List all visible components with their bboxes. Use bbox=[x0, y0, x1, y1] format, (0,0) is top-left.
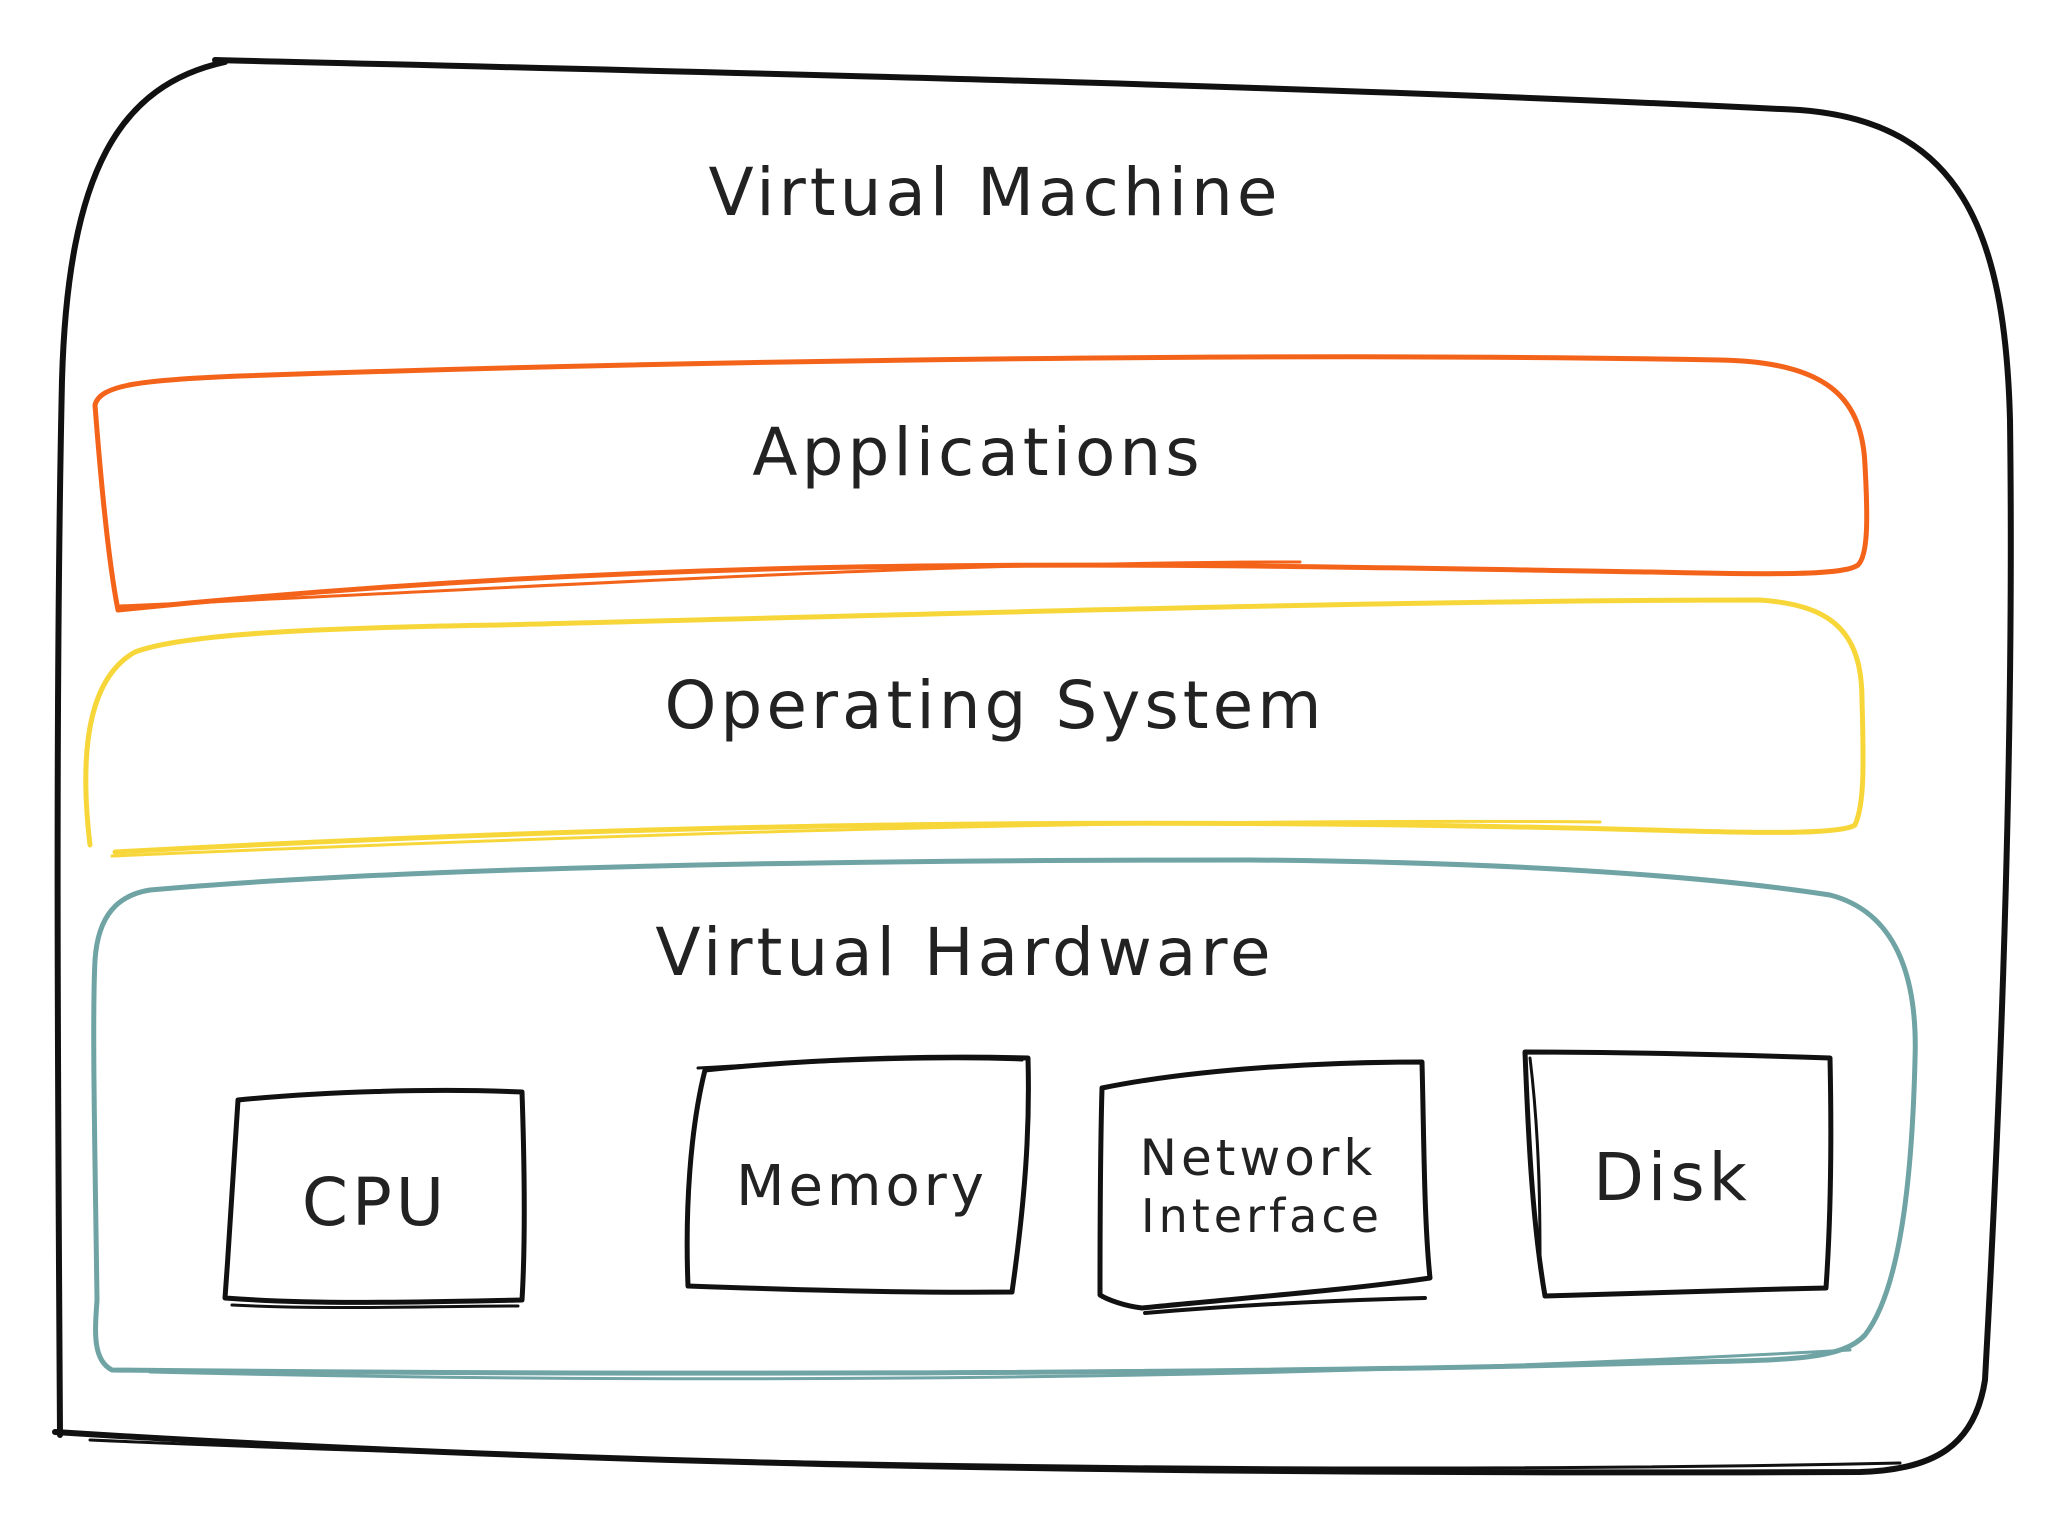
operating-system-layer bbox=[83, 597, 1866, 858]
virtual-machine-container bbox=[52, 57, 2014, 1476]
cpu-box bbox=[222, 1087, 527, 1310]
operating-system-label: Operating System bbox=[664, 667, 1325, 744]
disk-label: Disk bbox=[1593, 1139, 1751, 1216]
applications-label: Applications bbox=[752, 414, 1203, 491]
virtual-machine-title: Virtual Machine bbox=[709, 154, 1282, 231]
memory-label: Memory bbox=[736, 1154, 988, 1219]
network-interface-label-line2: Interface bbox=[1141, 1189, 1383, 1243]
network-interface-box bbox=[1097, 1059, 1433, 1315]
virtual-hardware-layer bbox=[91, 857, 1918, 1381]
network-interface-label-line1: Network bbox=[1140, 1129, 1377, 1187]
memory-box bbox=[684, 1054, 1031, 1295]
disk-box bbox=[1522, 1049, 1834, 1299]
applications-layer bbox=[92, 354, 1870, 613]
virtual-hardware-label: Virtual Hardware bbox=[655, 914, 1274, 991]
cpu-label: CPU bbox=[302, 1164, 448, 1241]
